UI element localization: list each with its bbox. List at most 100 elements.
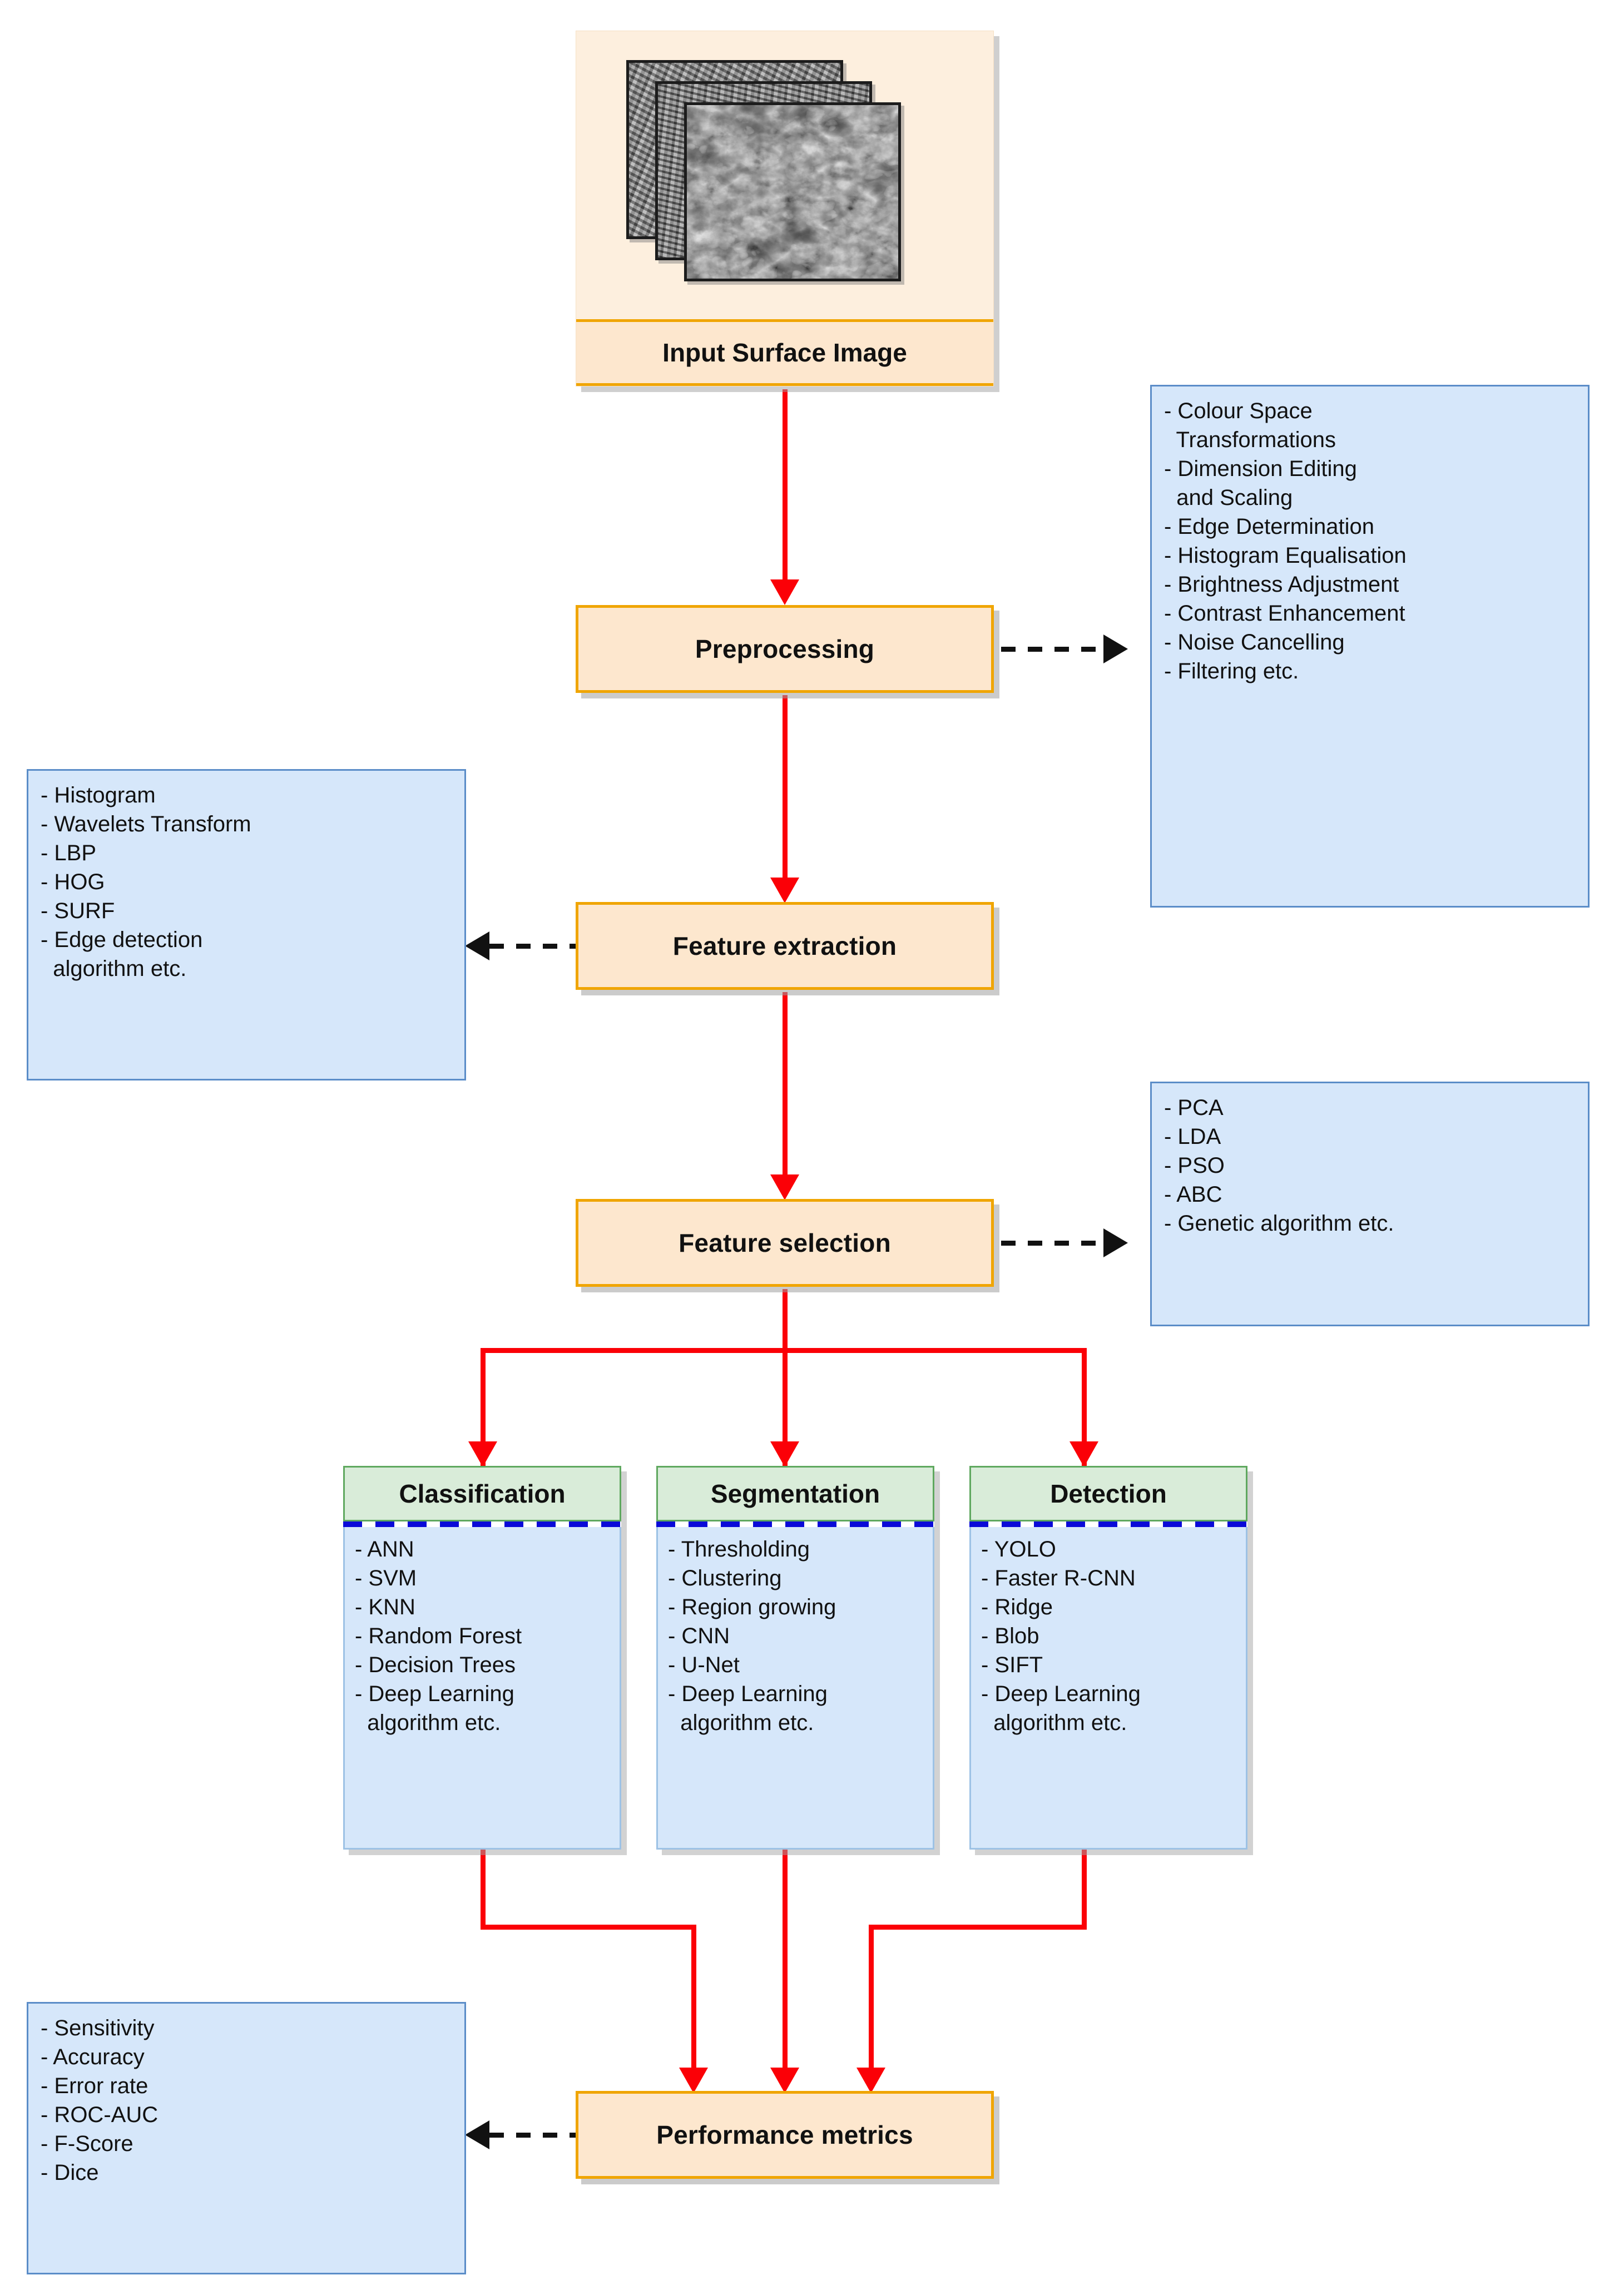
performance-metrics-list: - Sensitivity - Accuracy - Error rate - … bbox=[41, 2014, 455, 2187]
segmentation-list: - Thresholding - Clustering - Region gro… bbox=[668, 1535, 927, 1737]
list-item: algorithm etc. bbox=[668, 1711, 814, 1735]
preprocessing-list: - Colour Space Transformations - Dimensi… bbox=[1164, 396, 1579, 686]
list-item: Transformations bbox=[1164, 428, 1336, 452]
dashed-performance-to-list bbox=[489, 2133, 576, 2138]
detection-body: - YOLO - Faster R-CNN - Ridge - Blob - S… bbox=[969, 1527, 1247, 1850]
list-item: - HOG bbox=[41, 870, 105, 894]
list-item: - Edge Determination bbox=[1164, 514, 1374, 539]
dashed-preprocessing-arrowhead bbox=[1103, 635, 1128, 663]
list-item: - Genetic algorithm etc. bbox=[1164, 1211, 1394, 1236]
split-branch-right-head bbox=[1070, 1441, 1098, 1467]
list-item: - Colour Space bbox=[1164, 399, 1313, 423]
dashed-selection-to-list bbox=[1001, 1241, 1101, 1246]
panel-classification: Classification - ANN - SVM - KNN - Rando… bbox=[343, 1466, 621, 1850]
list-item: - Brightness Adjustment bbox=[1164, 572, 1399, 597]
list-item: - ROC-AUC bbox=[41, 2103, 159, 2127]
classification-header: Classification bbox=[343, 1466, 621, 1521]
split-branch-center-head bbox=[770, 1441, 799, 1467]
list-item: - Clustering bbox=[668, 1566, 782, 1590]
list-item: - CNN bbox=[668, 1624, 730, 1648]
merge-left-descend bbox=[691, 1925, 696, 2069]
detection-title: Detection bbox=[1050, 1479, 1167, 1508]
feature-selection-label: Feature selection bbox=[679, 1228, 891, 1257]
list-item: - Region growing bbox=[668, 1595, 836, 1619]
list-item: - KNN bbox=[355, 1595, 415, 1619]
list-item: - Histogram Equalisation bbox=[1164, 543, 1407, 568]
dashed-preprocessing-to-list bbox=[1001, 647, 1101, 652]
feature-extraction-label: Feature extraction bbox=[672, 931, 897, 960]
list-item: algorithm etc. bbox=[41, 956, 187, 981]
list-item: - SIFT bbox=[981, 1653, 1043, 1677]
merge-right-jog bbox=[869, 1925, 1087, 1930]
performance-metrics-label: Performance metrics bbox=[656, 2120, 913, 2149]
list-item: - PSO bbox=[1164, 1153, 1225, 1178]
split-branch-left-shaft bbox=[481, 1348, 486, 1467]
list-item: - LBP bbox=[41, 841, 97, 865]
list-item: - Error rate bbox=[41, 2074, 148, 2098]
merge-right-drop bbox=[1082, 1850, 1087, 1929]
list-item: - U-Net bbox=[668, 1653, 740, 1677]
list-item: - Accuracy bbox=[41, 2045, 145, 2069]
feature-selection-list: - PCA - LDA - PSO - ABC - Genetic algori… bbox=[1164, 1093, 1579, 1238]
list-item: - YOLO bbox=[981, 1537, 1056, 1562]
list-item: - ANN bbox=[355, 1537, 414, 1562]
list-preprocessing-techniques: - Colour Space Transformations - Dimensi… bbox=[1150, 385, 1590, 908]
segmentation-divider-dashed bbox=[656, 1521, 934, 1527]
list-item: - Blob bbox=[981, 1624, 1039, 1648]
input-label: Input Surface Image bbox=[662, 338, 907, 367]
feature-extraction-list: - Histogram - Wavelets Transform - LBP -… bbox=[41, 781, 455, 983]
detection-header: Detection bbox=[969, 1466, 1247, 1521]
dashed-extraction-to-list bbox=[489, 944, 576, 949]
list-item: - Edge detection bbox=[41, 928, 203, 952]
segmentation-title: Segmentation bbox=[710, 1479, 880, 1508]
panel-detection: Detection - YOLO - Faster R-CNN - Ridge … bbox=[969, 1466, 1247, 1850]
node-performance-metrics[interactable]: Performance metrics bbox=[576, 2091, 994, 2179]
node-feature-extraction[interactable]: Feature extraction bbox=[576, 902, 994, 990]
merge-right-head bbox=[856, 2068, 885, 2093]
list-item: - Thresholding bbox=[668, 1537, 810, 1562]
detection-divider-dashed bbox=[969, 1521, 1247, 1527]
list-item: - LDA bbox=[1164, 1124, 1221, 1149]
list-item: - F-Score bbox=[41, 2132, 133, 2156]
list-performance-metrics: - Sensitivity - Accuracy - Error rate - … bbox=[27, 2002, 466, 2274]
list-item: - Contrast Enhancement bbox=[1164, 601, 1405, 626]
list-item: - Deep Learning bbox=[668, 1682, 828, 1706]
list-item: - Wavelets Transform bbox=[41, 812, 251, 836]
list-item: - Random Forest bbox=[355, 1624, 522, 1648]
split-branch-left-head bbox=[468, 1441, 497, 1467]
dashed-performance-arrowhead bbox=[465, 2120, 489, 2149]
preprocessing-label: Preprocessing bbox=[695, 635, 875, 663]
list-feature-extraction-methods: - Histogram - Wavelets Transform - LBP -… bbox=[27, 769, 466, 1080]
merge-left-jog bbox=[481, 1925, 696, 1930]
input-caption-bar: Input Surface Image bbox=[576, 319, 993, 386]
list-item: - Faster R-CNN bbox=[981, 1566, 1136, 1590]
dashed-selection-arrowhead bbox=[1103, 1228, 1128, 1257]
list-item: - Dice bbox=[41, 2160, 99, 2185]
split-horizontal-bus bbox=[481, 1348, 1087, 1353]
list-item: - PCA bbox=[1164, 1096, 1224, 1120]
image-sheet-front bbox=[684, 102, 901, 281]
list-item: - Dimension Editing bbox=[1164, 457, 1357, 481]
list-item: - Sensitivity bbox=[41, 2016, 155, 2040]
image-stack bbox=[610, 48, 966, 315]
list-item: - SURF bbox=[41, 899, 115, 923]
merge-left-drop bbox=[481, 1850, 486, 1929]
arrow-extraction-to-selection-head bbox=[770, 1174, 799, 1200]
classification-title: Classification bbox=[399, 1479, 566, 1508]
merge-left-head bbox=[679, 2068, 708, 2093]
node-feature-selection[interactable]: Feature selection bbox=[576, 1199, 994, 1287]
list-item: - Deep Learning bbox=[981, 1682, 1141, 1706]
list-item: - Filtering etc. bbox=[1164, 659, 1299, 683]
segmentation-body: - Thresholding - Clustering - Region gro… bbox=[656, 1527, 934, 1850]
arrow-input-to-preprocessing-head bbox=[770, 579, 799, 605]
list-item: - ABC bbox=[1164, 1182, 1222, 1207]
list-item: - Decision Trees bbox=[355, 1653, 516, 1677]
node-input-surface-image: Input Surface Image bbox=[576, 31, 994, 386]
node-preprocessing[interactable]: Preprocessing bbox=[576, 605, 994, 693]
merge-right-descend bbox=[869, 1925, 874, 2069]
list-item: algorithm etc. bbox=[355, 1711, 501, 1735]
surface-texture-icon bbox=[687, 105, 898, 279]
list-feature-selection-methods: - PCA - LDA - PSO - ABC - Genetic algori… bbox=[1150, 1082, 1590, 1326]
classification-list: - ANN - SVM - KNN - Random Forest - Deci… bbox=[355, 1535, 614, 1737]
